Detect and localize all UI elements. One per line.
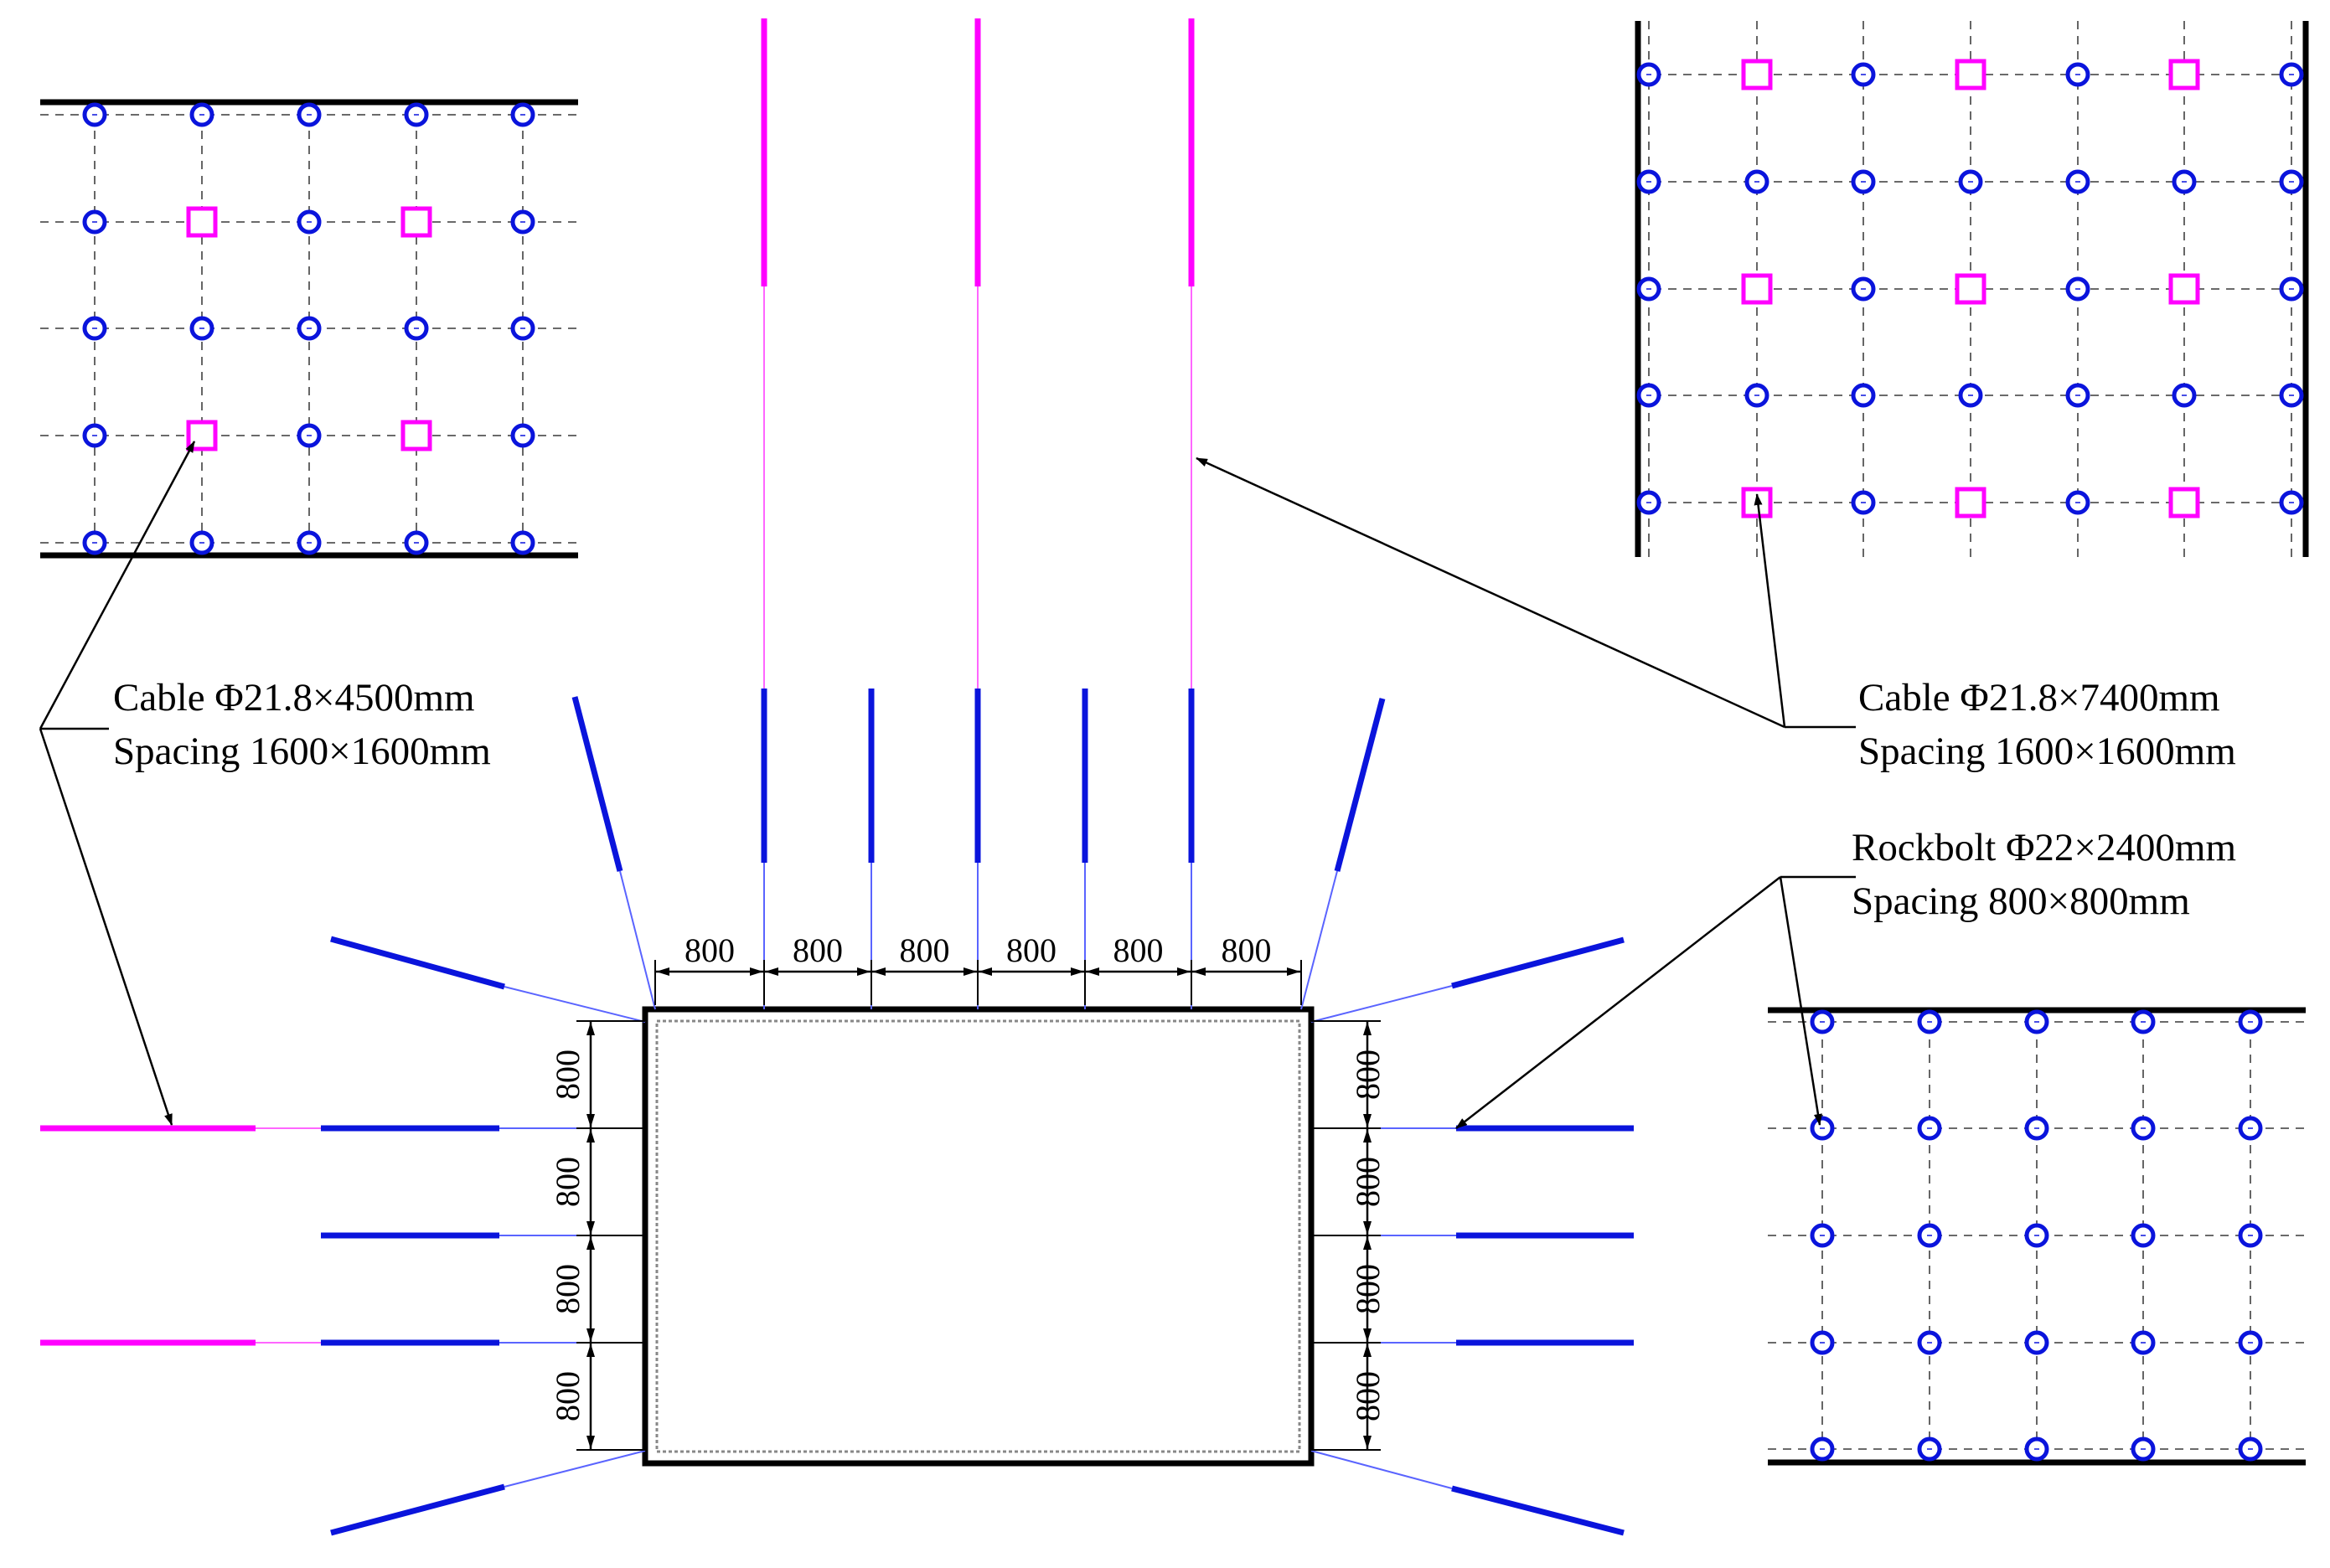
roadway-lining	[655, 1019, 1301, 1453]
left-corner-tail	[504, 986, 646, 1023]
dimension-arrow	[1363, 1221, 1372, 1235]
top-dimension-label: 800	[793, 931, 843, 969]
dimension-arrow	[586, 1114, 595, 1127]
roadway-outline	[642, 1006, 1315, 1467]
leader-lines	[39, 441, 1856, 1129]
right-corner-tail	[1310, 985, 1453, 1023]
left-cable-label-line2: Spacing 1600×1600mm	[113, 730, 491, 773]
top-dimension-label: 800	[1222, 931, 1272, 969]
cable-symbol	[1741, 59, 1773, 90]
roadway-section: 800 800 800 800 800 800 800 800 800 800 800 800 800 8…	[40, 18, 1634, 1536]
cable-symbol	[2168, 487, 2200, 518]
right-dimension-label: 800	[1349, 1371, 1387, 1421]
cable-symbol	[2168, 273, 2200, 305]
dimension-arrow	[586, 1129, 595, 1142]
right-cable-label-line2: Spacing 1600×1600mm	[1858, 730, 2236, 773]
rockbolt-label-line1: Rockbolt Φ22×2400mm	[1852, 826, 2236, 869]
leader-rockbolt-arrow1	[1455, 876, 1781, 1129]
corner-bolt-tail	[1300, 870, 1338, 1010]
cable-symbol	[186, 206, 218, 238]
dimension-arrow	[656, 967, 669, 976]
leader-left-cable-arrow2	[39, 728, 173, 1126]
plan-grid-rockbolt	[1768, 1007, 2306, 1466]
dimension-arrow	[586, 1328, 595, 1342]
cable-symbol	[1741, 273, 1773, 305]
right-corner-rockbolt-top	[1451, 936, 1625, 989]
dimension-arrow	[586, 1344, 595, 1357]
dimension-arrow	[586, 1022, 595, 1035]
dimension-arrow	[1177, 967, 1191, 976]
left-dimension-label: 800	[549, 1157, 586, 1207]
left-dimension-label: 800	[549, 1371, 586, 1421]
dimension-arrow	[765, 967, 778, 976]
dimension-arrow	[857, 967, 871, 976]
annotation-labels: Cable Φ21.8×4500mm Spacing 1600×1600mm C…	[113, 676, 2236, 923]
dimension-arrow	[1363, 1114, 1372, 1127]
dimension-arrow	[1363, 1328, 1372, 1342]
cable-symbol	[1955, 487, 1986, 518]
right-corner-rockbolt-bottom	[1451, 1485, 1625, 1536]
leader-right-cable-arrow1	[1196, 456, 1785, 729]
right-corner-tail	[1310, 1450, 1453, 1489]
corner-rockbolt-right	[1334, 698, 1386, 872]
right-cable-label-line1: Cable Φ21.8×7400mm	[1858, 676, 2220, 720]
rockbolt-label-line2: Spacing 800×800mm	[1852, 879, 2190, 923]
dimension-arrow	[979, 967, 992, 976]
dimension-arrow	[872, 967, 886, 976]
dimension-arrow	[750, 967, 763, 976]
dimension-arrow	[1363, 1022, 1372, 1035]
leader-right-cable-arrow2	[1754, 493, 1786, 728]
dimension-arrow	[1363, 1129, 1372, 1142]
leader-rockbolt-arrow2	[1779, 876, 1822, 1126]
right-dimension-label: 800	[1349, 1157, 1387, 1207]
dimension-arrow	[586, 1221, 595, 1235]
left-cable-label-line1: Cable Φ21.8×4500mm	[113, 676, 475, 720]
cable-symbol	[1955, 273, 1986, 305]
leader-left-cable-arrow1	[39, 441, 196, 730]
corner-bolt-tail	[619, 870, 656, 1010]
dimension-lines: 800 800 800 800 800 800 800 800 800 800 800 800 800 8…	[549, 931, 1387, 1451]
dimension-arrow	[1363, 1344, 1372, 1357]
right-dimension-label: 800	[1349, 1050, 1387, 1100]
dimension-arrow	[1192, 967, 1206, 976]
cable-symbol	[1955, 59, 1986, 90]
dimension-arrow	[1363, 1436, 1372, 1449]
dimension-arrow	[1071, 967, 1084, 976]
left-dimension-label: 800	[549, 1050, 586, 1100]
dimension-arrow	[586, 1436, 595, 1449]
cable-symbol	[400, 420, 432, 451]
left-corner-tail	[504, 1450, 646, 1488]
dimension-arrow	[586, 1236, 595, 1250]
corner-rockbolt-left	[571, 696, 623, 872]
top-dimension-label: 800	[1113, 931, 1164, 969]
left-corner-rockbolt-top	[330, 936, 505, 990]
top-dimension-label: 800	[900, 931, 950, 969]
top-dimension-label: 800	[685, 931, 735, 969]
left-dimension-label: 800	[549, 1264, 586, 1314]
cable-symbol	[400, 206, 432, 238]
dimension-arrow	[1086, 967, 1099, 976]
dimension-arrow	[1363, 1236, 1372, 1250]
dimension-arrow	[964, 967, 977, 976]
left-corner-rockbolt-bottom	[330, 1483, 505, 1536]
dimension-arrow	[1287, 967, 1300, 976]
plan-grid-roof-cable	[1635, 21, 2309, 557]
plan-grid-left-cable	[40, 99, 578, 559]
right-dimension-label: 800	[1349, 1264, 1387, 1314]
cable-symbol	[2168, 59, 2200, 90]
top-dimension-label: 800	[1006, 931, 1057, 969]
